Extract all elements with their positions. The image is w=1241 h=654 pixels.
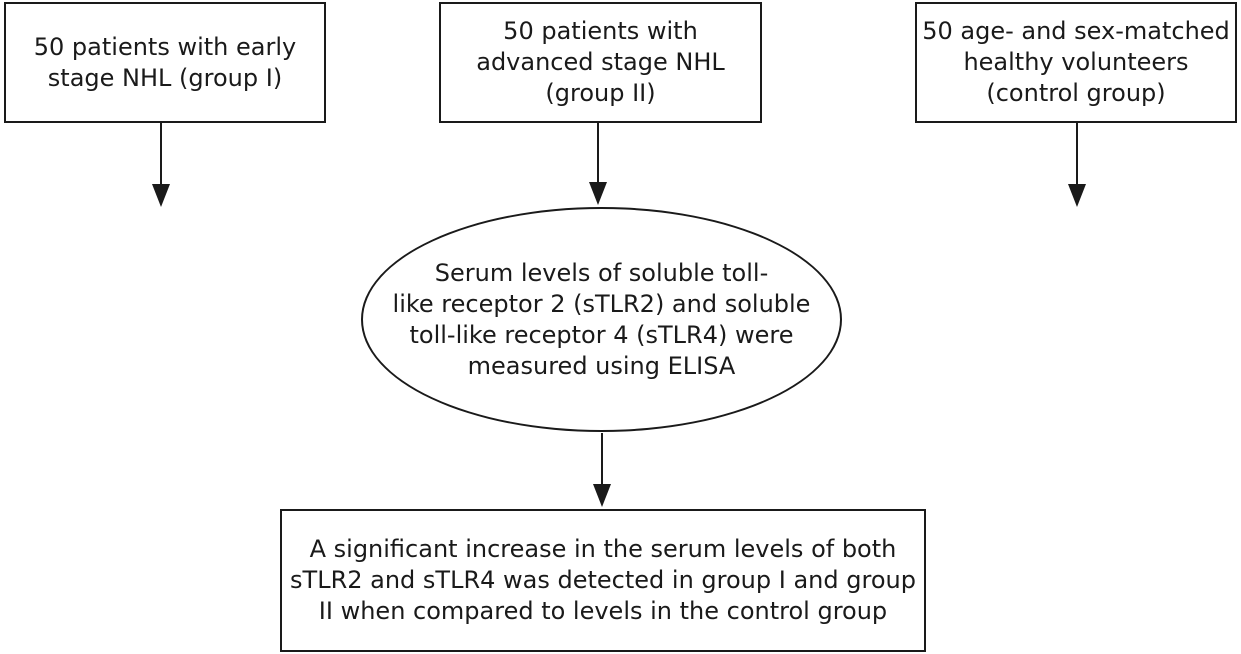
result-text: A significant increase in the serum leve…	[290, 535, 916, 625]
result-box: A significant increase in the serum leve…	[280, 509, 926, 652]
control-group-box: 50 age- and sex-matched healthy voluntee…	[915, 2, 1237, 123]
arrow-ellipse-to-result	[593, 433, 611, 507]
measurement-text: Serum levels of soluble toll- like recep…	[392, 258, 811, 380]
group-one-box: 50 patients with early stage NHL (group …	[4, 2, 326, 123]
arrow-group-one-down	[152, 123, 170, 207]
arrow-group-two-to-ellipse	[589, 123, 607, 205]
control-group-text: 50 age- and sex-matched healthy voluntee…	[922, 17, 1230, 107]
group-two-box: 50 patients with advanced stage NHL (gro…	[439, 2, 762, 123]
measurement-ellipse: Serum levels of soluble toll- like recep…	[361, 207, 842, 432]
arrow-control-down	[1068, 123, 1086, 207]
group-one-text: 50 patients with early stage NHL (group …	[33, 32, 297, 92]
group-two-text: 50 patients with advanced stage NHL (gro…	[476, 17, 725, 107]
